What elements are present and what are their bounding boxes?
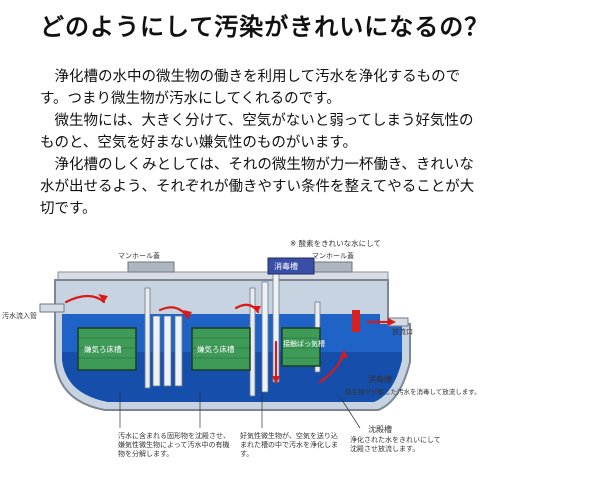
flow-arrow xyxy=(158,306,190,320)
contact-media xyxy=(281,327,321,367)
air-pipe xyxy=(261,281,269,393)
chamber2-label: 嫌気ろ床槽 xyxy=(197,344,235,354)
filter-media-1 xyxy=(77,327,137,371)
flow-arrow xyxy=(64,294,106,304)
disinfect-box-label: 消毒槽 xyxy=(274,261,298,271)
septic-tank-diagram: マンホール蓋 マンホール蓋 消毒槽 ※ 酸素をきれいな水にして 汚水流入管 放流… xyxy=(2,238,481,458)
paragraph: 微生物には、大きく分けて、空気がないと弱ってしまう好気性のものと、空気を好まない… xyxy=(40,113,474,151)
manhole-left-label: マンホール蓋 xyxy=(118,251,160,260)
blower-box xyxy=(267,257,315,275)
transfer-pipe xyxy=(152,315,161,387)
inlet-label: 汚水流入管 xyxy=(2,311,37,320)
paragraph: 浄化槽の水中の微生物の働きを利用して汚水を浄化するものです。つまり微生物が汚水に… xyxy=(40,69,461,107)
filter-media-2 xyxy=(191,327,251,371)
sediment-label: 沈殿槽 xyxy=(368,424,392,434)
manhole-right-label: マンホール蓋 xyxy=(312,251,354,260)
chamber1-label: 嫌気ろ床槽 xyxy=(84,344,122,354)
paragraph: 浄化槽のしくみとしては、それの微生物が力一杯働き、きれいな水が出せるよう、それぞ… xyxy=(40,157,475,217)
disinfect-tank-label: 消毒槽 xyxy=(368,374,392,384)
manhole-left xyxy=(127,261,175,273)
manhole-right xyxy=(311,261,353,273)
explanation-text: 浄化槽の水中の微生物の働きを利用して汚水を浄化するものです。つまり微生物が汚水に… xyxy=(40,66,480,220)
note-mid: 好気性微生物が、空気を送り込まれた槽の中で汚水を浄化します。 xyxy=(240,432,338,458)
inlet-pipe xyxy=(39,303,65,313)
outlet-label: 放流口 xyxy=(392,327,413,336)
page-title: どのようにして汚染がきれいになるの？ xyxy=(40,13,490,41)
disinfect-desc: 微生物が分解した汚水を消毒して放流します。 xyxy=(345,387,481,396)
transfer-pipe xyxy=(163,315,172,387)
sediment-desc: 浄化された水をきれいにして沈殿させ放流します。 xyxy=(350,436,441,453)
transfer-pipe xyxy=(174,315,183,387)
disinfect-tablet xyxy=(352,310,360,332)
blower-note: ※ 酸素をきれいな水にして xyxy=(290,238,381,248)
partition xyxy=(144,287,151,389)
note-left: 汚水に含まれる固形物を沈殿させ、嫌気性微生物によって汚水中の有機物を分解します。 xyxy=(118,432,230,458)
chamber3-label: 接触ばっ気槽 xyxy=(283,339,325,348)
